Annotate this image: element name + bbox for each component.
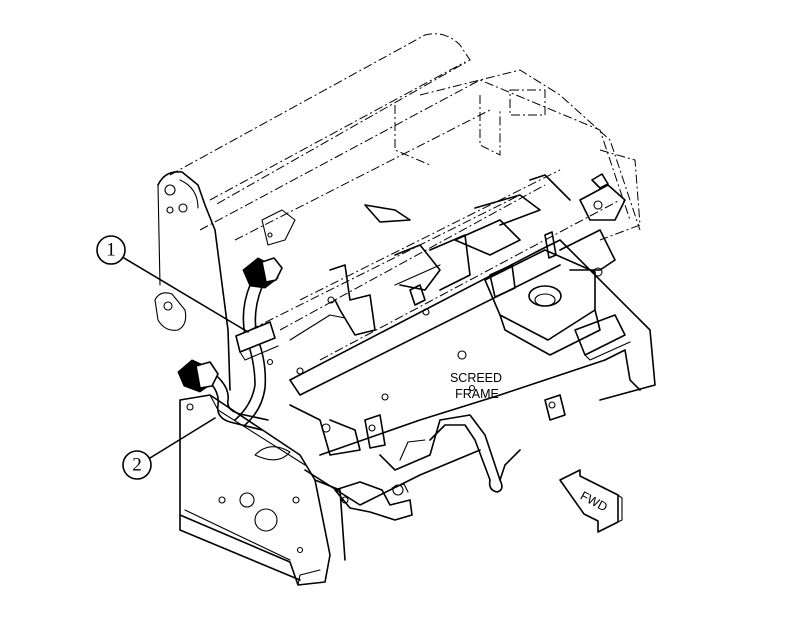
callout-1-number: 1 <box>106 240 116 261</box>
connector-plug-2 <box>177 359 219 393</box>
callout-2: 2 <box>122 417 216 480</box>
screed-label-line1: SCREED <box>450 371 502 385</box>
center-brackets <box>289 234 471 341</box>
screed-frame-label: SCREED FRAME <box>450 371 502 401</box>
callout-2-number: 2 <box>132 455 142 476</box>
screed-label-line2: FRAME <box>455 387 499 401</box>
wire-harness-1 <box>234 284 279 426</box>
right-mounting-block <box>364 173 631 361</box>
callout-2-circle <box>122 450 152 480</box>
left-end-plate <box>154 170 296 391</box>
callout-1: 1 <box>96 235 249 333</box>
lower-frame-plate <box>179 394 346 586</box>
forward-arrow: FWD <box>559 469 623 533</box>
callout-1-circle <box>96 235 126 265</box>
upper-beam <box>169 33 641 361</box>
connector-plug-1 <box>242 257 283 289</box>
